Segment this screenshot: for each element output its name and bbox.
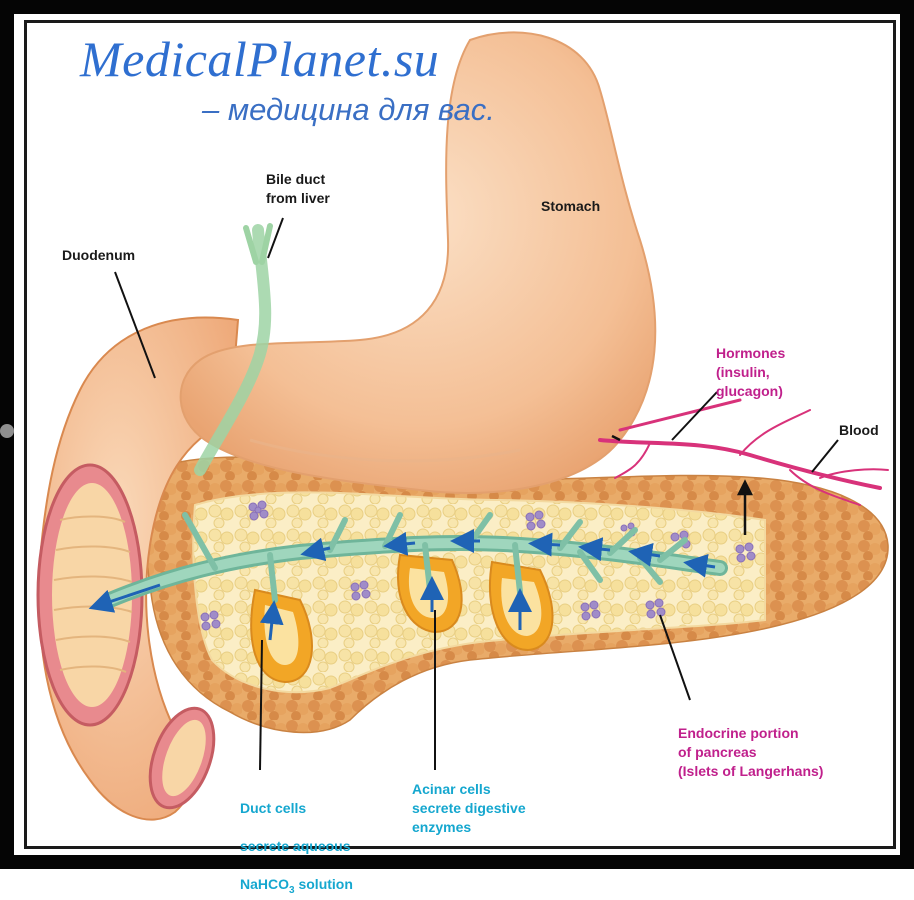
duct-cells-line3a: NaHCO	[240, 876, 289, 892]
label-acinar-cells: Acinar cells secrete digestive enzymes	[412, 780, 526, 837]
duct-cells-line2: secrete aqueous	[240, 838, 351, 854]
label-duct-cells: Duct cells secrete aqueous NaHCO3 soluti…	[240, 780, 353, 900]
label-hormones: Hormones (insulin, glucagon)	[716, 344, 785, 401]
label-duodenum: Duodenum	[62, 246, 135, 265]
label-endocrine-portion: Endocrine portion of pancreas (Islets of…	[678, 724, 823, 781]
watermark-subtitle: – медицина для вас.	[202, 92, 495, 128]
label-blood: Blood	[839, 421, 879, 440]
label-stomach: Stomach	[541, 197, 600, 216]
label-bile-duct: Bile duct from liver	[266, 170, 330, 208]
duct-cells-line3c: solution	[295, 876, 353, 892]
watermark-title: MedicalPlanet.su	[80, 30, 439, 88]
duct-cells-line1: Duct cells	[240, 800, 306, 816]
